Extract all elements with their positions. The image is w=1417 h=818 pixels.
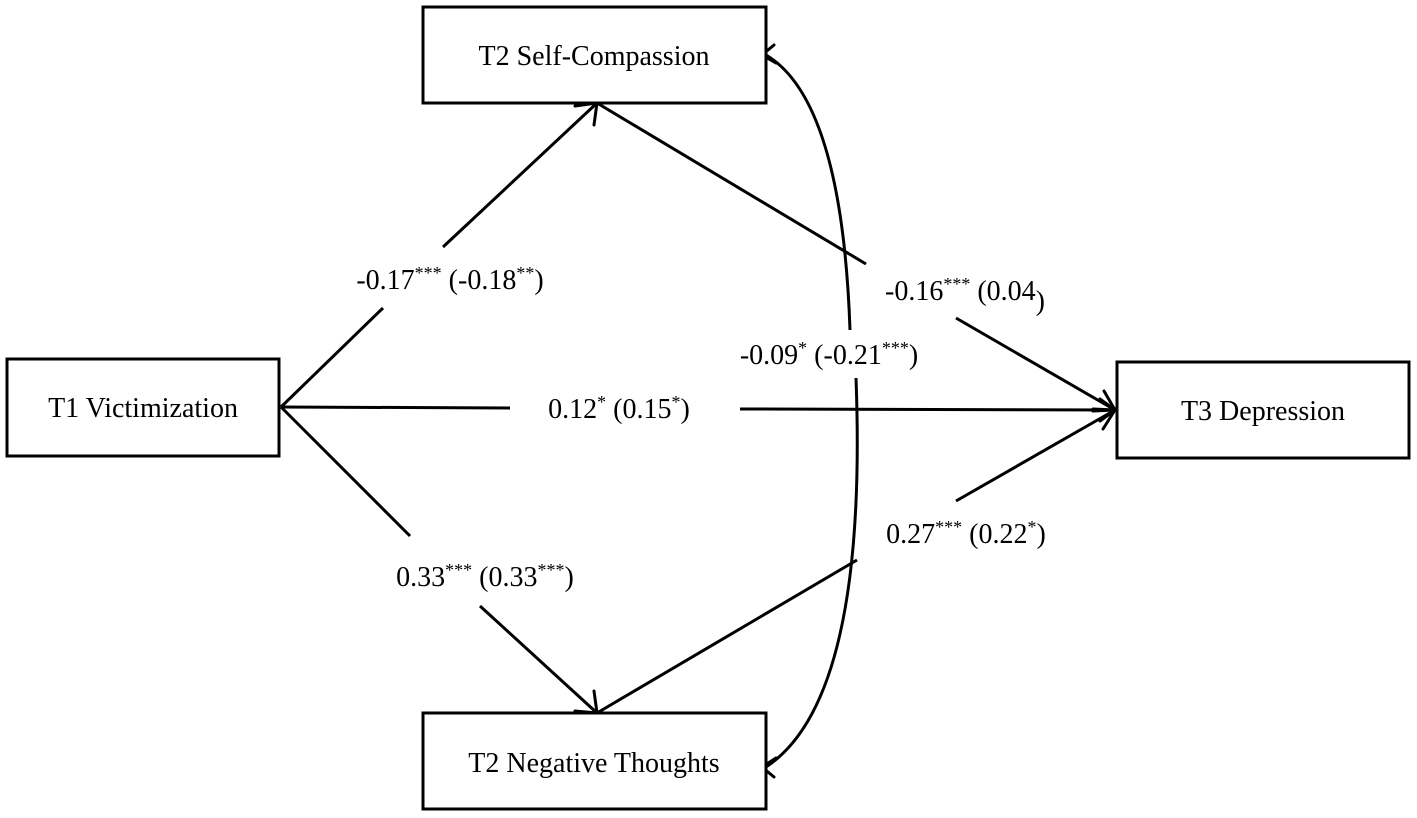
edge-victimization-to-depression <box>280 397 1117 423</box>
coef-significance: * <box>597 392 606 412</box>
alt-significance: *** <box>538 560 565 580</box>
alt-value: (0.33 <box>479 562 537 593</box>
alt-value: (-0.21 <box>814 340 882 371</box>
alt-value: (0.22 <box>969 519 1027 550</box>
edge-victimization-to-self-compassion <box>279 101 599 409</box>
node-victimization: T1 Victimization <box>5 357 281 458</box>
coef-value: 0.27 <box>886 519 935 550</box>
coef-significance: *** <box>943 274 970 294</box>
alt-value: (0.04 <box>977 276 1035 307</box>
alt-significance: *** <box>882 338 909 358</box>
arrowhead-depression-lower <box>1091 407 1117 431</box>
node-self-compassion-label: T2 Self-Compassion <box>479 41 710 72</box>
edge-negative-thoughts-to-depression <box>596 407 1117 715</box>
node-depression: T3 Depression <box>1115 360 1411 460</box>
edge-self-compassion-negative-thoughts-covariance <box>760 43 859 779</box>
coef-self-compassion-negative-thoughts-covariance: -0.09* (-0.21***) <box>740 338 918 371</box>
node-depression-label: T3 Depression <box>1181 396 1345 427</box>
coef-self-compassion-to-depression: -0.16*** (0.04) <box>885 274 1045 317</box>
alt-significance: ** <box>516 263 534 283</box>
coef-negative-thoughts-to-depression: 0.27*** (0.22*) <box>886 517 1046 550</box>
node-victimization-label: T1 Victimization <box>48 393 238 424</box>
alt-significance: * <box>672 392 681 412</box>
alt-value: (-0.18 <box>449 265 517 296</box>
coef-value: -0.09 <box>740 340 798 371</box>
coef-victimization-to-depression: 0.12* (0.15*) <box>548 392 690 425</box>
node-self-compassion: T2 Self-Compassion <box>421 5 768 105</box>
coef-significance: * <box>798 338 807 358</box>
alt-significance: * <box>1028 517 1037 537</box>
node-negative-thoughts-label: T2 Negative Thoughts <box>468 748 719 779</box>
coef-significance: *** <box>415 263 442 283</box>
coef-value: -0.16 <box>885 276 943 307</box>
coef-value: 0.12 <box>548 394 597 425</box>
coef-significance: *** <box>935 517 962 537</box>
node-negative-thoughts: T2 Negative Thoughts <box>421 711 768 811</box>
coef-value: -0.17 <box>356 265 414 296</box>
coef-victimization-to-negative-thoughts: 0.33*** (0.33***) <box>396 560 574 593</box>
alt-value: (0.15 <box>613 394 671 425</box>
coef-victimization-to-self-compassion: -0.17*** (-0.18**) <box>356 263 543 296</box>
coef-significance: *** <box>445 560 472 580</box>
coef-value: 0.33 <box>396 562 445 593</box>
